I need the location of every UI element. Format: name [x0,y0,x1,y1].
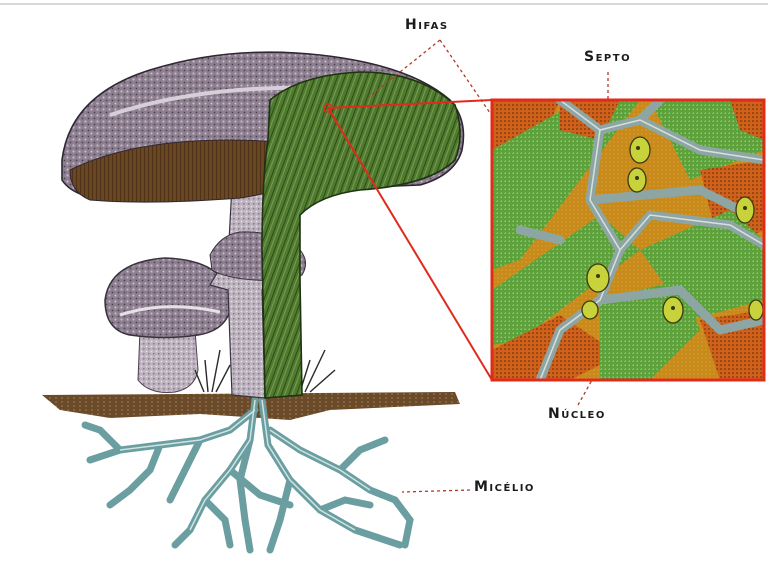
label-septo: Septo [584,49,631,65]
label-micelio: Micélio [474,479,535,495]
label-hifas: Hifas [405,17,449,33]
small-mushroom [105,258,232,393]
hyphae-zoom-inset [492,100,764,380]
label-nucleo: Núcleo [548,406,606,422]
hyphae-cutaway [262,72,460,398]
mycelium [85,400,410,550]
